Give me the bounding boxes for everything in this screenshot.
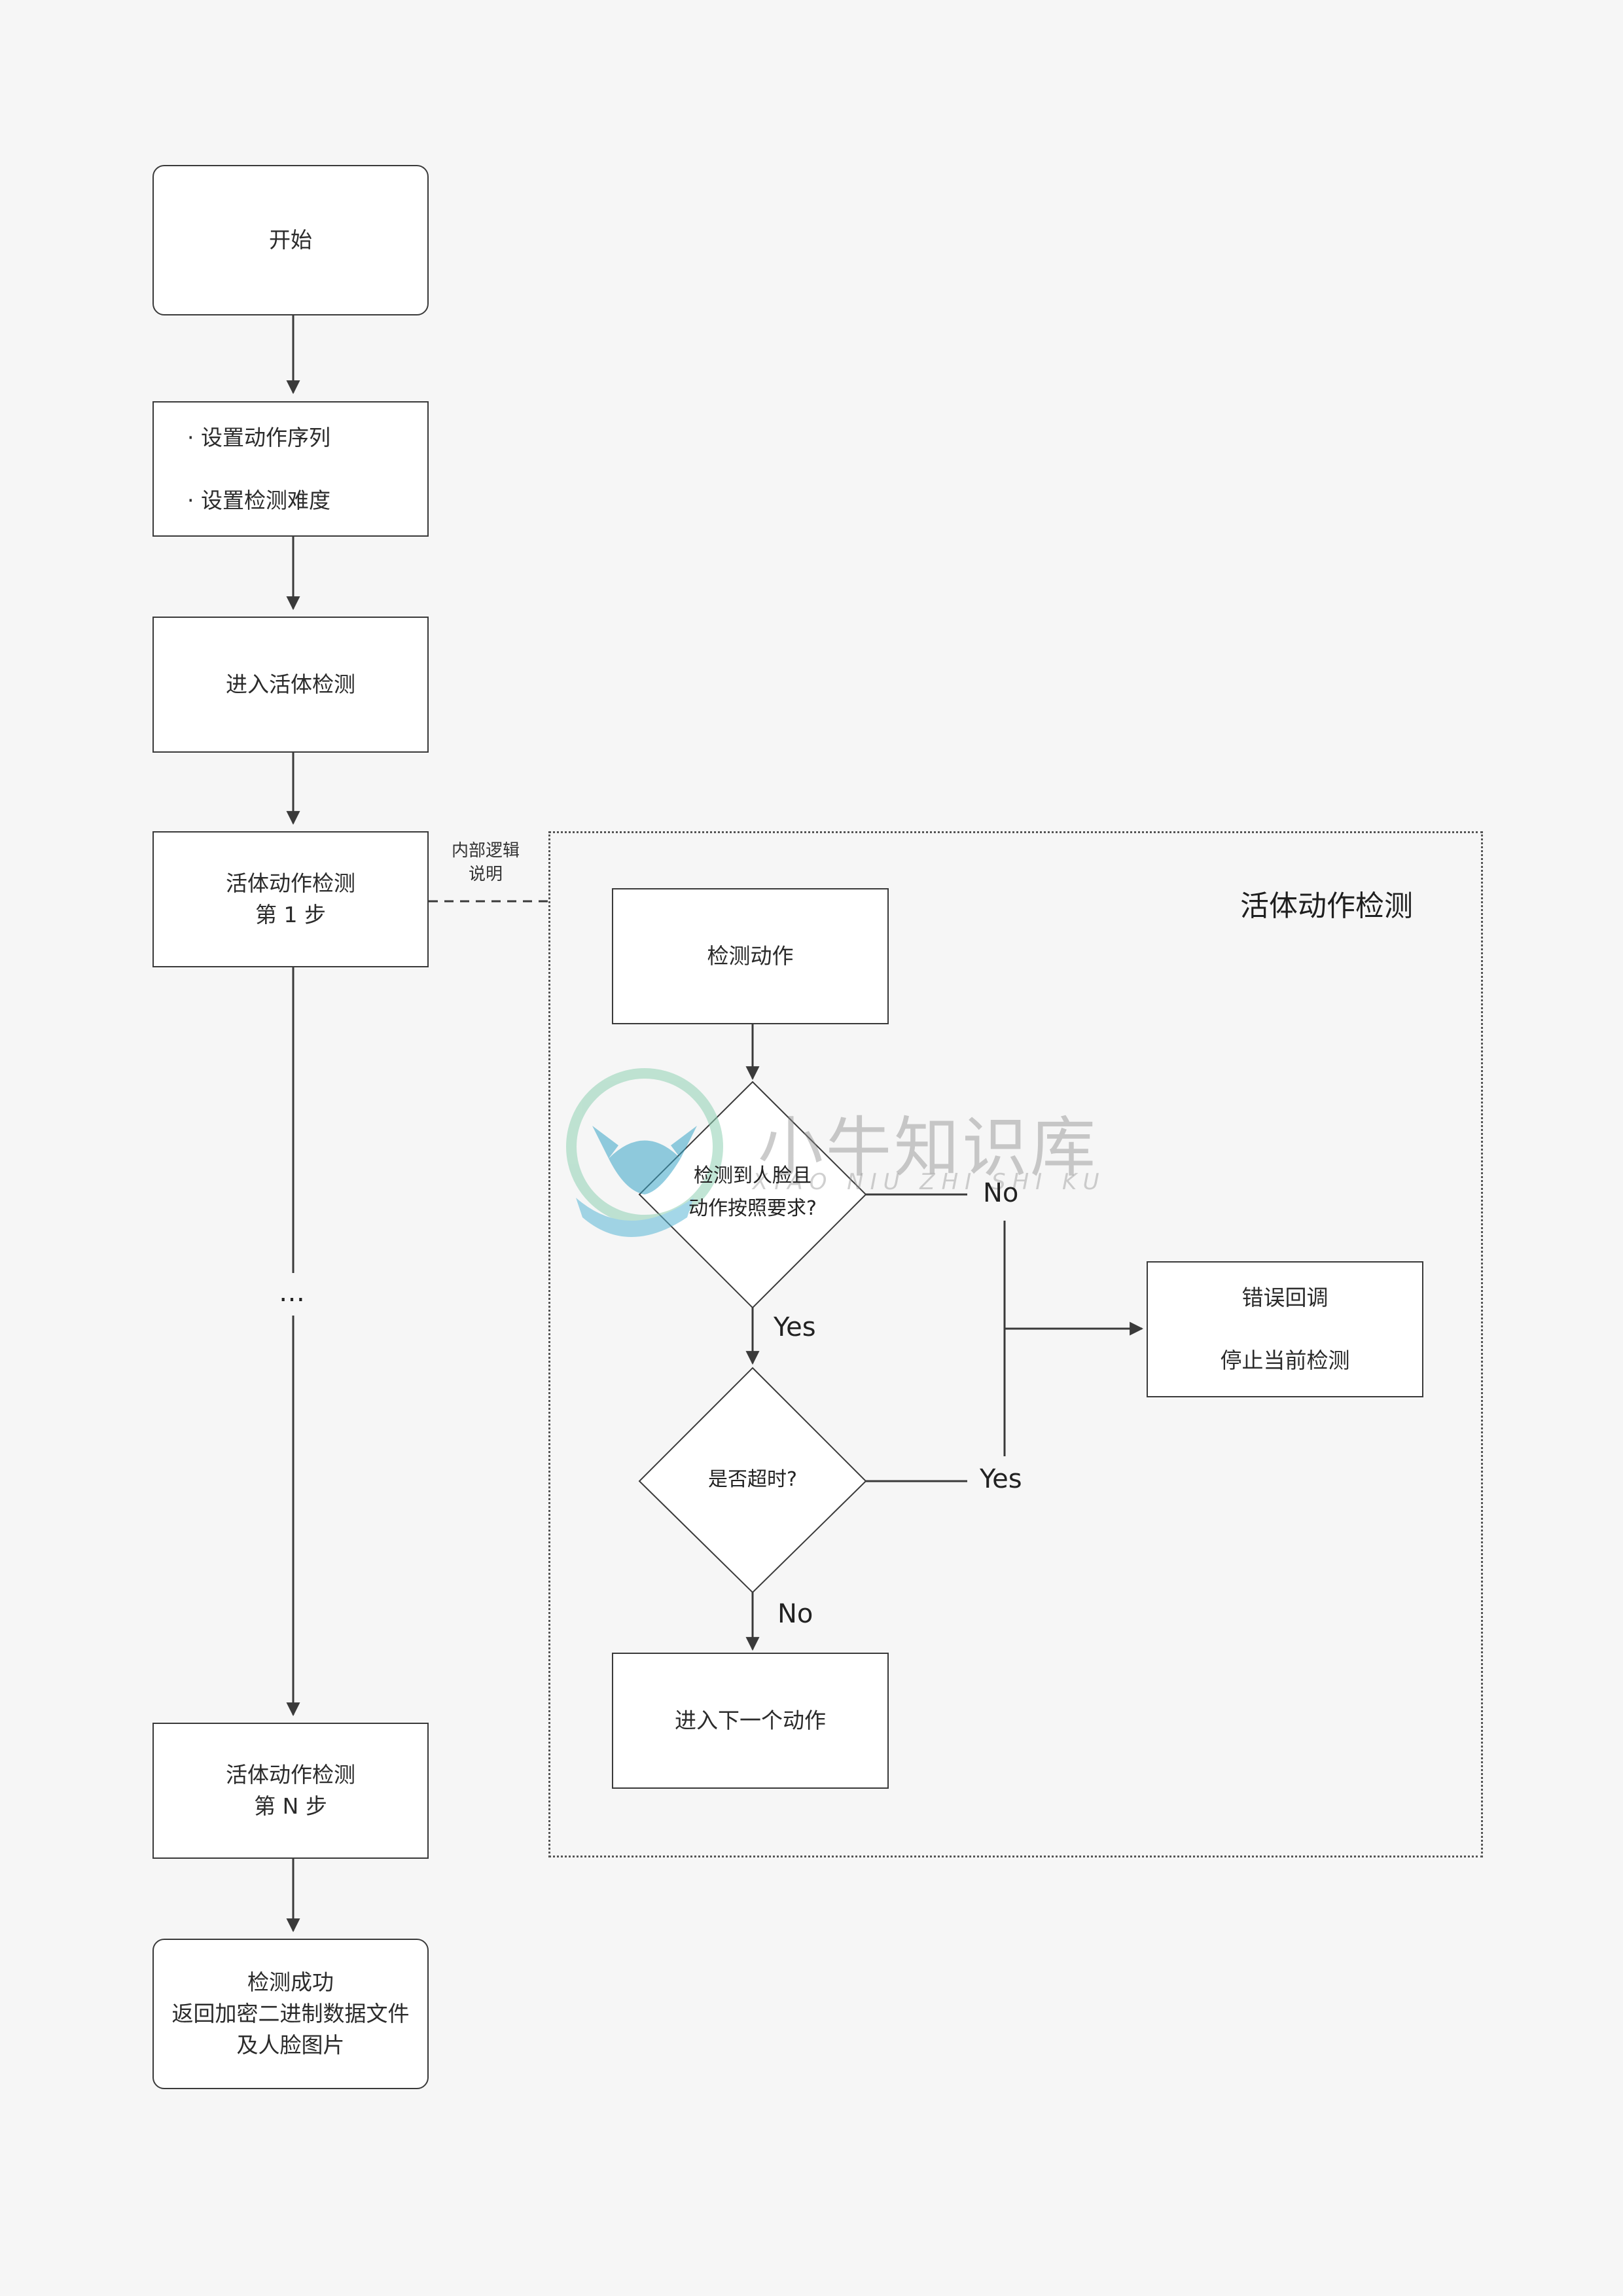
setup-item-difficulty: 设置检测难度 — [201, 469, 330, 532]
step-1-title: 活体动作检测 — [226, 870, 355, 896]
decision-face-text: 检测到人脸且 动作按照要求? — [654, 1160, 851, 1225]
error-callback-label: 错误回调 — [1241, 1285, 1329, 1310]
ellipsis-continuation: … — [274, 1273, 313, 1312]
step-n-box: 活体动作检测 第 N 步 — [152, 1723, 429, 1859]
enter-liveness-box: 进入活体检测 — [152, 617, 429, 753]
decision-face-line-2: 动作按照要求? — [688, 1197, 817, 1220]
detect-action-label: 检测动作 — [707, 943, 794, 969]
setup-box: 设置动作序列 设置检测难度 — [152, 401, 429, 537]
internal-logic-note: 内部逻辑 说明 — [440, 839, 531, 886]
success-detail: 返回加密二进制数据文件 — [171, 2001, 410, 2026]
next-action-box: 进入下一个动作 — [612, 1653, 889, 1789]
step-1-box: 活体动作检测 第 1 步 — [152, 831, 429, 967]
internal-note-line-1: 内部逻辑 — [451, 841, 520, 861]
detect-action-box: 检测动作 — [612, 888, 889, 1024]
start-label: 开始 — [269, 227, 312, 253]
edge-label-no-face: No — [983, 1178, 1019, 1208]
enter-liveness-label: 进入活体检测 — [226, 672, 355, 697]
step-1-number: 第 1 步 — [255, 902, 326, 927]
watermark-logo — [566, 1068, 723, 1237]
next-action-label: 进入下一个动作 — [675, 1708, 826, 1733]
start-box: 开始 — [152, 165, 429, 315]
internal-note-line-2: 说明 — [468, 865, 503, 884]
decision-timeout-text: 是否超时? — [708, 1468, 797, 1491]
stop-detection-label: 停止当前检测 — [1220, 1348, 1350, 1373]
decision-face-line-1: 检测到人脸且 — [694, 1164, 812, 1187]
step-n-number: 第 N 步 — [254, 1793, 327, 1819]
edge-label-no-timeout: No — [777, 1599, 813, 1629]
watermark-text: 小牛知识库 — [758, 1109, 1098, 1186]
error-callback-box: 错误回调 停止当前检测 — [1147, 1261, 1423, 1397]
success-title: 检测成功 — [247, 1969, 334, 1995]
edge-label-yes-face: Yes — [774, 1312, 816, 1342]
decision-timeout-diamond — [638, 1367, 867, 1594]
success-box: 检测成功 返回加密二进制数据文件 及人脸图片 — [152, 1939, 429, 2089]
setup-item-action-sequence: 设置动作序列 — [201, 406, 330, 469]
success-detail-2: 及人脸图片 — [236, 2032, 345, 2058]
detail-frame — [548, 831, 1483, 1857]
detail-frame-title: 活体动作检测 — [1240, 889, 1413, 923]
edge-label-yes-timeout: Yes — [980, 1464, 1022, 1494]
watermark-subtext: XIAO NIU ZHI SHI KU — [753, 1169, 1106, 1195]
step-n-title: 活体动作检测 — [226, 1762, 355, 1787]
